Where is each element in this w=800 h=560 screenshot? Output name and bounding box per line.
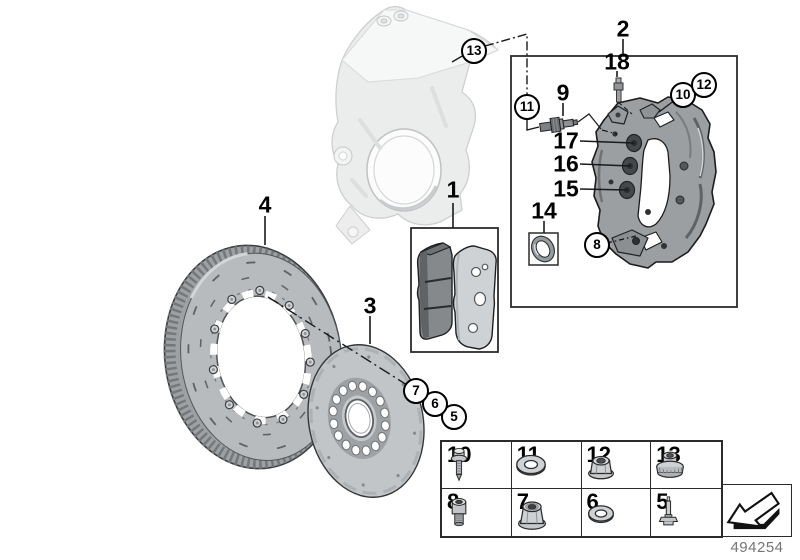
wheel-carrier-drawing: [331, 5, 499, 245]
rotor-hub-drawing: [307, 344, 425, 498]
bleeder-screw-drawing: [613, 77, 624, 103]
callout-17[interactable]: 17: [553, 127, 579, 154]
mounting-pin-icon: [658, 495, 679, 525]
legend-cell-13[interactable]: 13: [651, 442, 721, 489]
brake-pads-box: [410, 227, 499, 353]
caliper-detail-box: [510, 55, 738, 308]
callout-2[interactable]: 2: [616, 15, 630, 42]
callout-circle-7[interactable]: 7: [403, 378, 429, 404]
callout-circle-10[interactable]: 10: [670, 82, 696, 108]
legend-cell-12[interactable]: 12: [581, 442, 652, 489]
callout-circle-13[interactable]: 13: [461, 38, 487, 64]
callout-16[interactable]: 16: [553, 150, 579, 177]
direction-arrow-box: [722, 484, 792, 537]
legend-cell-5[interactable]: 5: [651, 489, 721, 536]
brake-caliper-drawing: [591, 96, 717, 269]
callout-18[interactable]: 18: [604, 48, 630, 75]
legend-cell-10[interactable]: 10: [442, 442, 512, 489]
hex-flange-bolt-icon: [450, 447, 468, 482]
washer-icon: [587, 504, 614, 523]
callout-1[interactable]: 1: [446, 176, 460, 203]
flange-nut-icon: [517, 500, 546, 530]
socket-head-screw-icon: [451, 497, 467, 526]
callout-3[interactable]: 3: [363, 292, 377, 319]
brake-rotor-drawing: [163, 244, 343, 470]
legend-table: 10 11 12: [440, 440, 723, 538]
callout-14[interactable]: 14: [531, 197, 557, 224]
washer-icon: [515, 454, 546, 476]
legend-cell-8[interactable]: 8: [442, 489, 512, 536]
callout-9[interactable]: 9: [556, 79, 570, 106]
brake-pads-drawing: [416, 242, 497, 350]
document-number: 494254: [730, 539, 784, 556]
callout-circle-8[interactable]: 8: [584, 232, 610, 258]
callout-circle-12[interactable]: 12: [691, 72, 717, 98]
threaded-bushing-icon: [656, 451, 685, 478]
legend-num: 5: [656, 489, 669, 514]
seal-ring-drawing: [528, 232, 559, 266]
brake-line-fitting-drawing: [539, 116, 579, 133]
callout-4[interactable]: 4: [258, 191, 272, 218]
leader-lines: [264, 33, 676, 386]
arrow-down-left-icon: [726, 491, 781, 530]
legend-cell-6[interactable]: 6: [582, 489, 652, 536]
flange-lock-nut-icon: [587, 455, 614, 480]
callout-15[interactable]: 15: [553, 175, 579, 202]
callout-circle-11[interactable]: 11: [514, 94, 540, 120]
legend-cell-11[interactable]: 11: [511, 442, 582, 489]
legend-cell-7[interactable]: 7: [512, 489, 582, 536]
